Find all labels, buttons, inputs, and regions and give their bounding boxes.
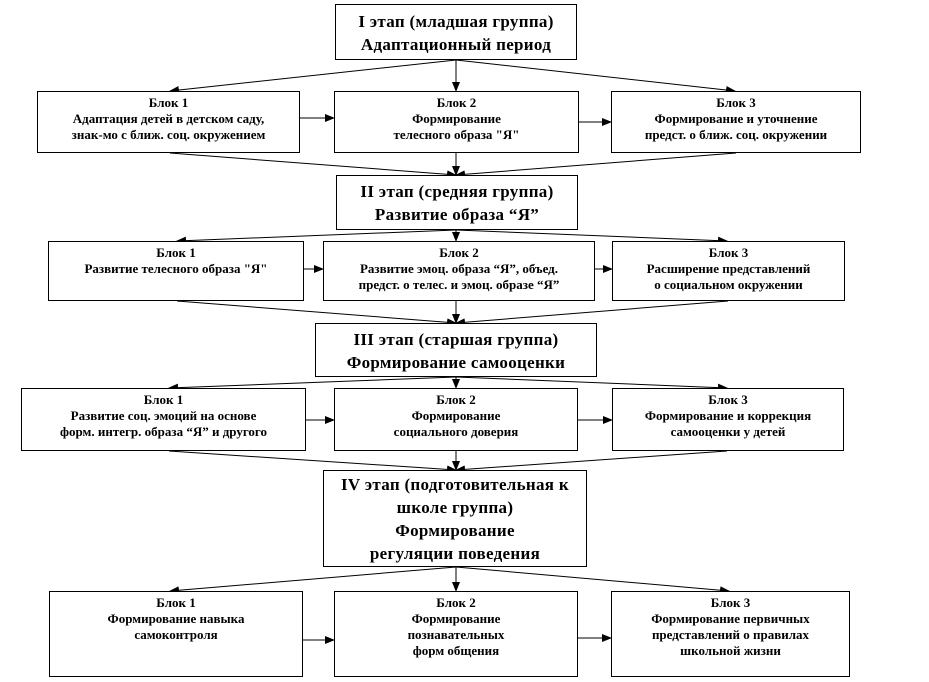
stage-4-block-2: Блок 2 Формирование познавательных форм … [334, 591, 578, 677]
stage-1-box: I этап (младшая группа) Адаптационный пе… [335, 4, 577, 60]
stage-2-block-3-heading: Блок 3 [708, 245, 749, 260]
connector-arrow [455, 300, 729, 327]
stage-2-block-2: Блок 2 Развитие эмоц. образа “Я”, объед.… [323, 241, 595, 301]
stage-1-line-2: Адаптационный период [360, 34, 552, 54]
stage-4-line-1: IV этап (подготовительная к [341, 475, 569, 494]
stage-2-block-1-heading: Блок 1 [156, 245, 196, 260]
stage-4-block-1: Блок 1 Формирование навыка самоконтроля [49, 591, 303, 677]
stage-4-block-3-line-4: школьной жизни [680, 643, 781, 658]
stage-4-block-2-line-3: познавательных [407, 627, 505, 642]
stage-1-block-3-line-3: предст. о ближ. соц. окружении [644, 127, 828, 142]
stage-2-box: II этап (средняя группа) Развитие образа… [336, 175, 578, 230]
stage-3-block-3-line-3: самооценки у детей [670, 424, 786, 439]
stage-1-line-1: I этап (младшая группа) [358, 11, 554, 31]
stage-4-block-1-heading: Блок 1 [156, 595, 196, 610]
stage-4-block-3-line-2: Формирование первичных [651, 611, 810, 626]
stage-3-block-2-line-2: Формирование [411, 408, 501, 423]
stage-2-line-1: II этап (средняя группа) [360, 182, 554, 201]
stage-4-block-3-line-3: представлений о правилах [651, 627, 810, 642]
stage-3-block-2-line-3: социального доверия [393, 424, 519, 439]
stage-4-block-3-heading: Блок 3 [710, 595, 751, 610]
connector-arrow [168, 450, 457, 474]
stage-3-block-1-line-3: форм. интегр. образа “Я” и другого [59, 424, 268, 439]
stage-2-line-2: Развитие образа “Я” [374, 205, 540, 224]
stage-1-block-1-heading: Блок 1 [148, 95, 189, 110]
stage-3-block-1-line-2: Развитие соц. эмоций на основе [70, 408, 257, 423]
connector-arrow [176, 300, 457, 327]
stage-3-block-2-heading: Блок 2 [436, 392, 476, 407]
stage-1-block-2-heading: Блок 2 [436, 95, 477, 110]
stage-3-block-3-heading: Блок 3 [708, 392, 748, 407]
connector-arrow [455, 152, 737, 179]
stage-2-block-3: Блок 3 Расширение представлений о социал… [612, 241, 845, 301]
stage-1-block-1-line-2: Адаптация детей в детском саду, [72, 111, 265, 126]
stage-4-block-3: Блок 3 Формирование первичных представле… [611, 591, 850, 677]
stage-3-block-2: Блок 2 Формирование социального доверия [334, 388, 578, 451]
stage-4-line-3: Формирование [395, 521, 515, 540]
stage-1-block-3-heading: Блок 3 [716, 95, 756, 110]
connector-arrow [176, 229, 457, 245]
stage-2-block-2-line-3: предст. о телес. и эмоц. образе “Я” [358, 277, 560, 292]
connector-arrow [455, 59, 736, 94]
stage-2-block-1: Блок 1 Развитие телесного образа "Я" [48, 241, 304, 301]
stage-4-block-2-line-2: Формирование [411, 611, 501, 626]
stage-2-block-2-heading: Блок 2 [439, 245, 479, 260]
connector-arrow [169, 152, 457, 179]
stage-4-block-1-line-3: самоконтроля [134, 627, 218, 642]
stage-1-block-2-line-2: Формирование [412, 111, 501, 126]
stage-1-block-3-line-2: Формирование и уточнение [654, 111, 818, 126]
stage-3-block-3: Блок 3 Формирование и коррекция самооцен… [612, 388, 844, 451]
stage-3-line-2: Формирование самооценки [346, 352, 566, 372]
stage-3-block-3-line-2: Формирование и коррекция [644, 408, 812, 423]
stage-1-block-1: Блок 1 Адаптация детей в детском саду, з… [37, 91, 300, 153]
stage-2-block-3-line-2: Расширение представлений [646, 261, 811, 276]
connector-arrow [455, 229, 728, 245]
connector-arrow [168, 376, 457, 392]
stage-4-block-2-heading: Блок 2 [436, 595, 476, 610]
stage-4-box: IV этап (подготовительная к школе группа… [323, 470, 587, 567]
connector-arrow [169, 59, 457, 95]
stage-2-block-2-line-2: Развитие эмоц. образа “Я”, объед. [359, 261, 559, 276]
stage-4-line-4: регуляции поведения [369, 544, 541, 563]
stage-1-block-1-line-3: знак-мо с ближ. соц. окружением [71, 127, 266, 142]
connector-arrow [455, 376, 728, 392]
stage-1-block-2: Блок 2 Формирование телесного образа "Я" [334, 91, 579, 153]
connector-arrow [455, 450, 728, 474]
connector-arrow [455, 566, 730, 595]
stage-3-line-1: III этап (старшая группа) [353, 329, 559, 349]
stage-2-block-3-line-3: о социальном окружении [654, 277, 803, 292]
stage-4-line-2: школе группа) [396, 498, 514, 517]
stage-3-box: III этап (старшая группа) Формирование с… [315, 323, 597, 377]
stage-4-block-2-line-4: форм общения [412, 643, 500, 658]
stage-1-block-3: Блок 3 Формирование и уточнение предст. … [611, 91, 861, 153]
stage-2-block-1-line-2: Развитие телесного образа "Я" [84, 261, 268, 276]
stage-1-block-2-line-3: телесного образа "Я" [393, 127, 520, 142]
stage-3-block-1-heading: Блок 1 [143, 392, 184, 407]
stage-4-block-1-line-2: Формирование навыка [107, 611, 245, 626]
stage-3-block-1: Блок 1 Развитие соц. эмоций на основе фо… [21, 388, 306, 451]
connector-arrow [169, 566, 457, 595]
